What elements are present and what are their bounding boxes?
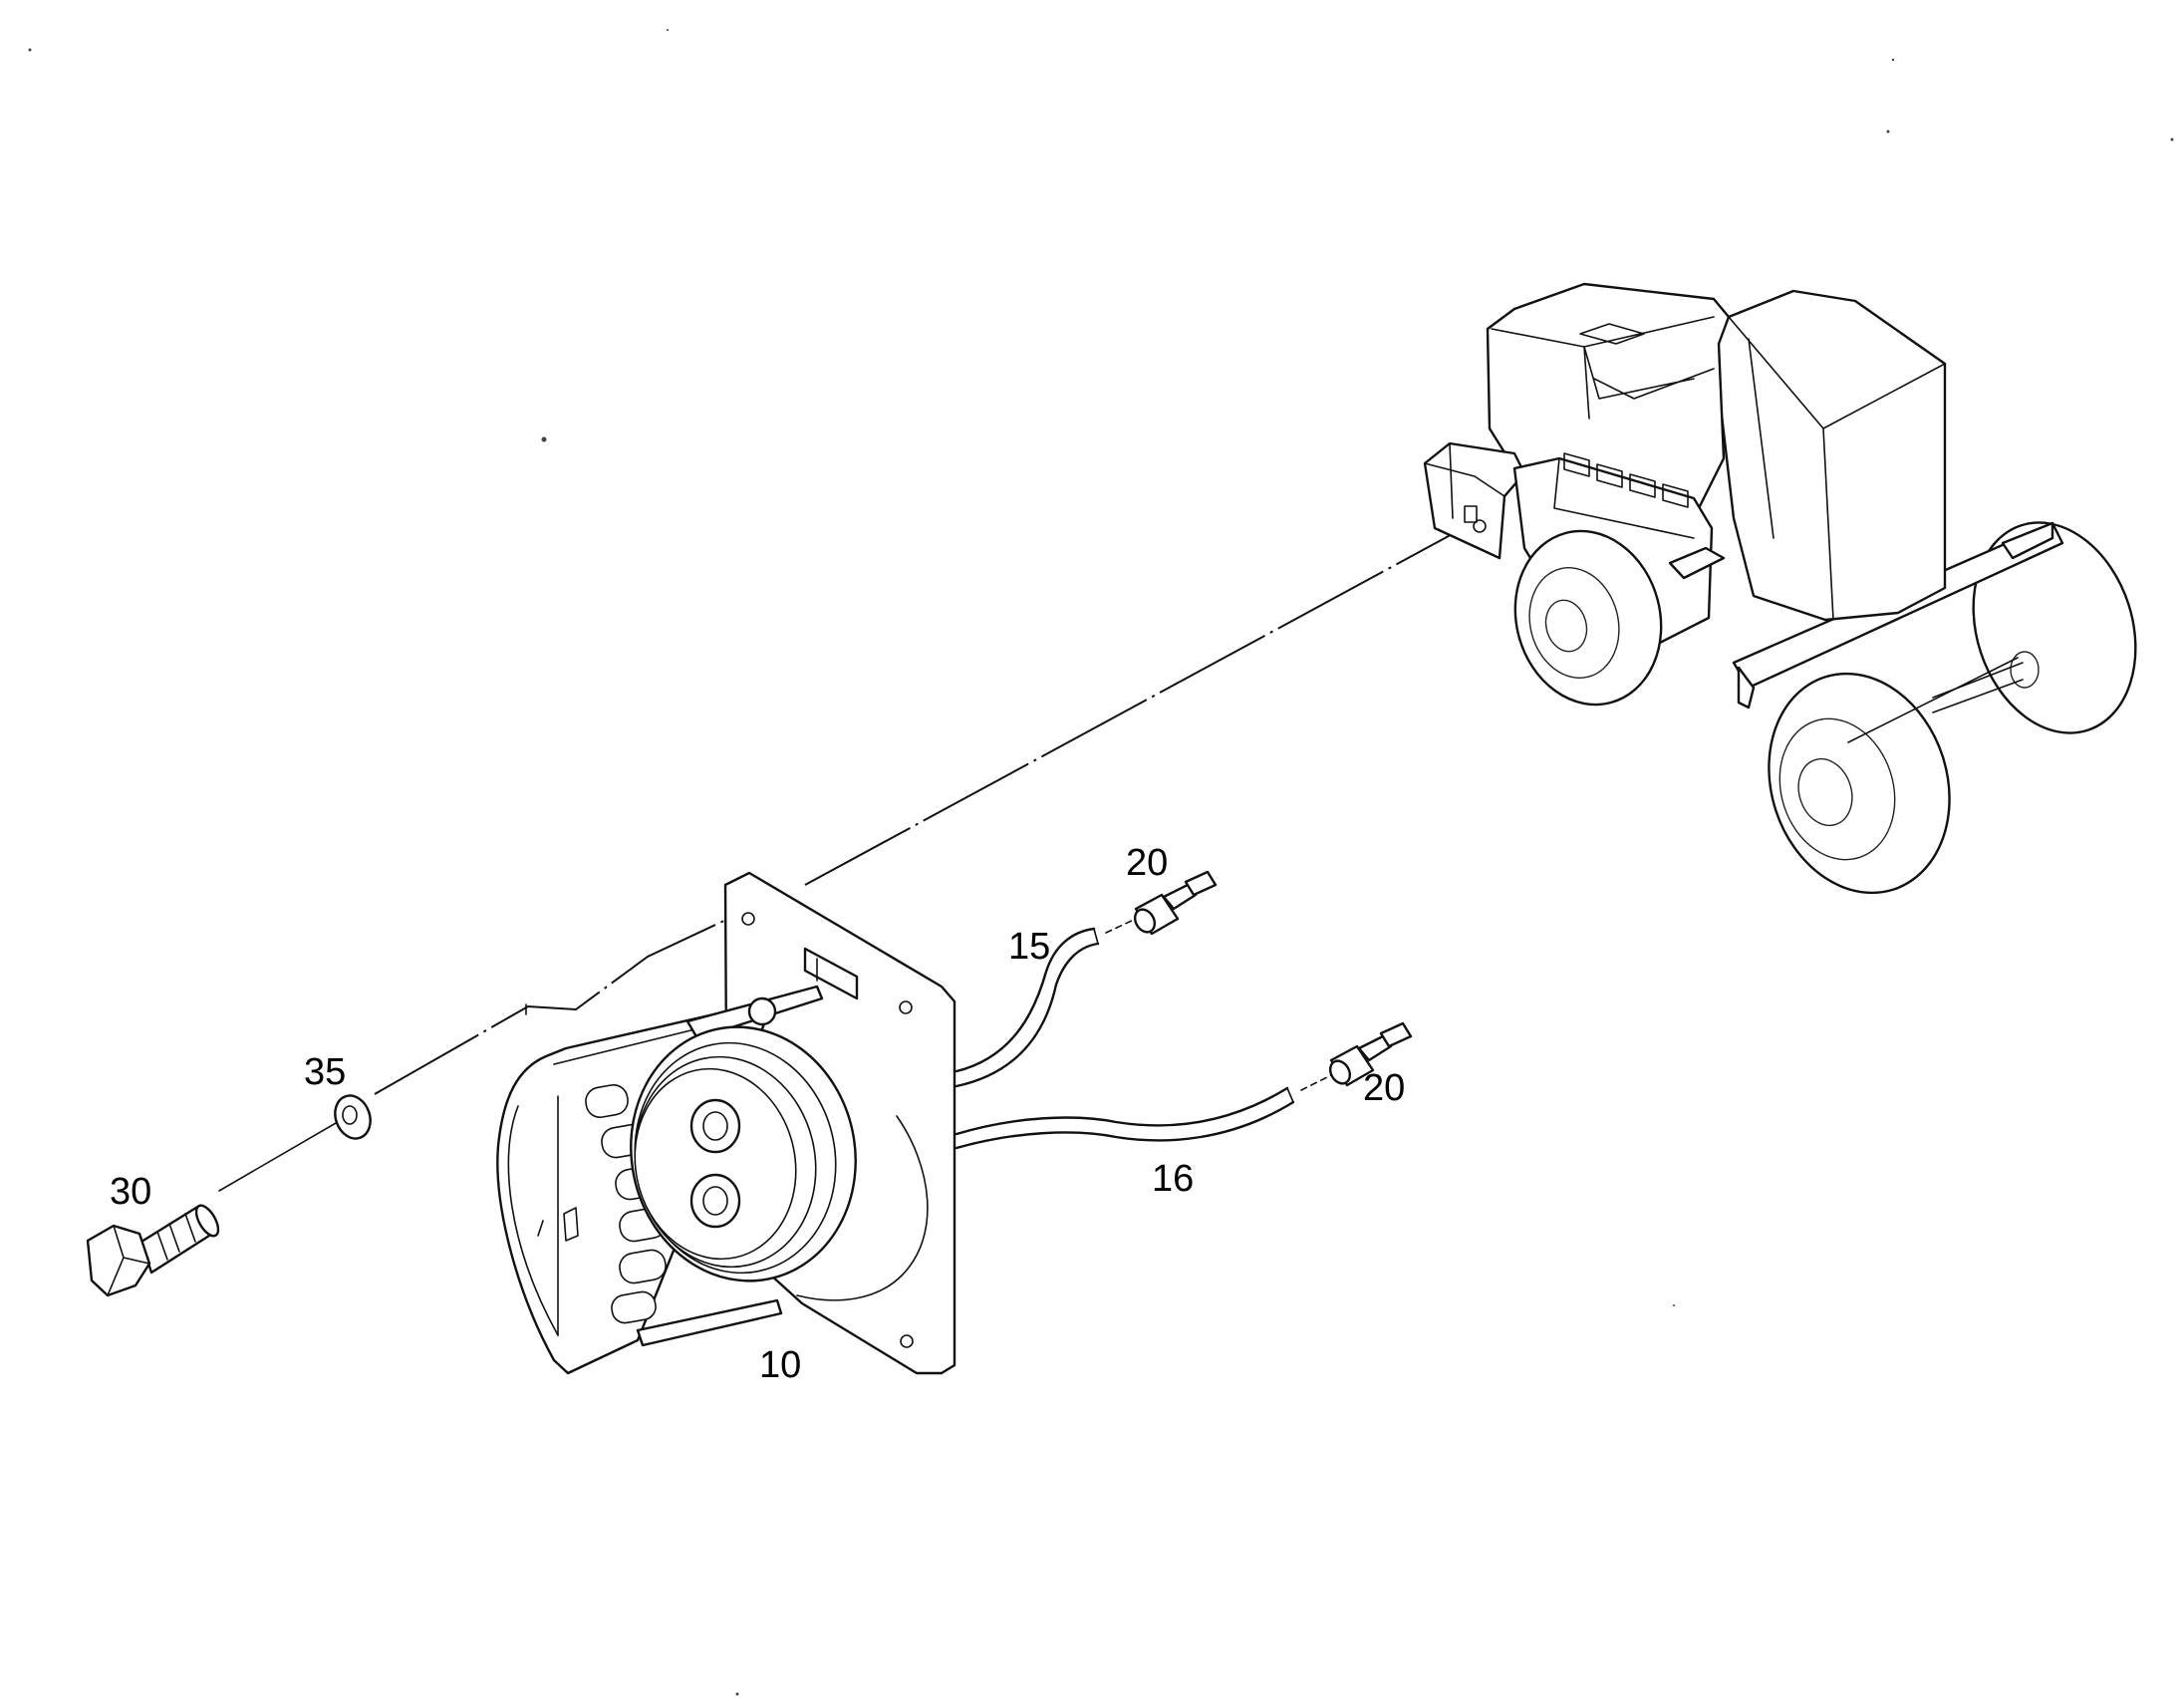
callout-10: 10: [759, 1344, 801, 1386]
trailer-socket-icon: [496, 871, 956, 1375]
callout-16: 16: [1152, 1158, 1194, 1200]
cable-end-sleeve-icon: [1328, 1021, 1413, 1087]
tractor-icon: [1423, 282, 2137, 895]
cable-end-sleeve-icon: [1133, 870, 1218, 936]
hex-bolt-icon: [86, 1204, 220, 1297]
front-wheel: [1513, 529, 1663, 707]
callout-20-lower: 20: [1363, 1067, 1405, 1109]
callout-35: 35: [304, 1051, 346, 1093]
callout-30: 30: [110, 1171, 151, 1213]
callout-15: 15: [1008, 926, 1050, 968]
washer-icon: [334, 1094, 372, 1140]
rear-wheel: [1768, 521, 2137, 895]
louvres: [1563, 452, 1689, 508]
cable-16: [955, 1086, 1295, 1150]
cable-15: [955, 927, 1100, 1088]
leader-lines: [218, 517, 1483, 1192]
socket-contacts: [689, 1098, 741, 1229]
hood: [1486, 282, 1731, 520]
cab: [1712, 289, 1947, 622]
front-weight: [1423, 441, 1526, 560]
callout-20-upper: 20: [1126, 842, 1168, 884]
scan-noise: [28, 29, 2174, 1696]
